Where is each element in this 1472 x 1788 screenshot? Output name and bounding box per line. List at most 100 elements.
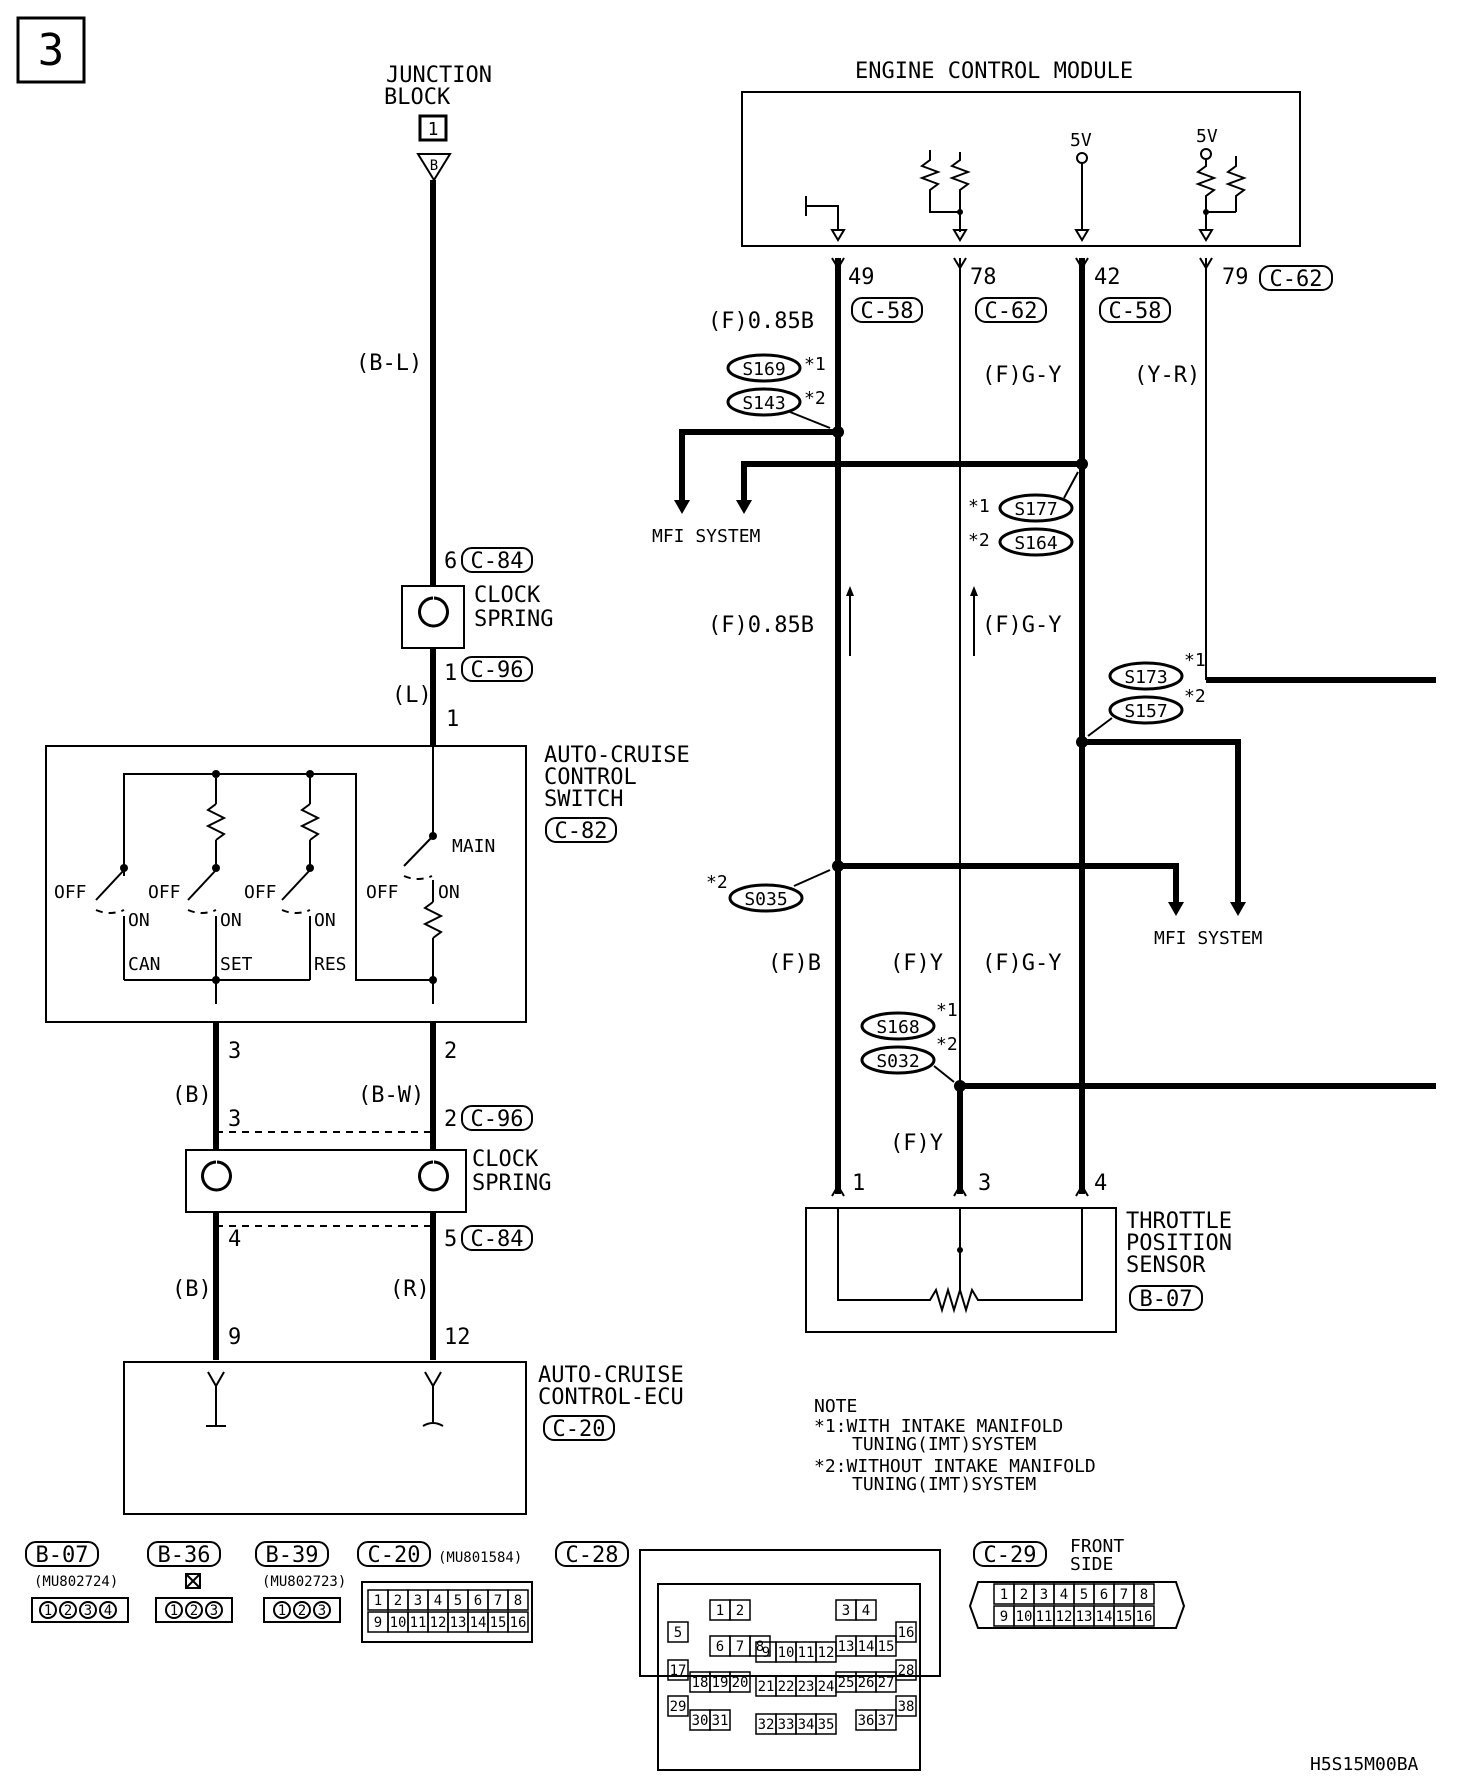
switch-on-main: ON — [438, 882, 460, 903]
ecm-5v-b: 5V — [1196, 126, 1218, 147]
svg-text:B-36: B-36 — [158, 1543, 211, 1568]
c28-pin: 35 — [818, 1717, 835, 1733]
switch-can-label: CAN — [128, 954, 161, 975]
splice-s164: S164 — [998, 527, 1074, 557]
svg-text:S164: S164 — [1014, 533, 1057, 554]
c20-pin: 15 — [490, 1615, 507, 1631]
junction-block-label-1: JUNCTION — [386, 63, 492, 88]
wire-label-fgy-top: (F)G-Y — [982, 363, 1061, 388]
cs-bot-conn-top-box — [461, 1105, 533, 1131]
cs-bot-conn-top: C-96 — [471, 1107, 524, 1132]
switch-off-main: OFF — [366, 882, 399, 903]
star2-d: *2 — [706, 872, 728, 893]
svg-text:(MU802724): (MU802724) — [34, 1574, 118, 1590]
switch-main-label: MAIN — [452, 836, 495, 857]
wire-label-b1: (B) — [172, 1083, 212, 1108]
c20-pin: 14 — [470, 1615, 487, 1631]
cs-top-conn-bot-box — [461, 656, 533, 682]
svg-text:C-28: C-28 — [566, 1543, 619, 1568]
star2-c: *2 — [1184, 686, 1206, 707]
switch-set-label: SET — [220, 954, 253, 975]
svg-text:B-07: B-07 — [36, 1543, 89, 1568]
c28-pin: 1 — [716, 1603, 724, 1619]
junction-terminal-arrow — [416, 153, 452, 182]
svg-text:S157: S157 — [1124, 701, 1167, 722]
cs-bot-pin-r-bot: 5 — [444, 1227, 457, 1252]
svg-text:FRONT: FRONT — [1070, 1536, 1124, 1557]
c29-pin: 14 — [1096, 1609, 1113, 1625]
page-number: 3 — [38, 25, 65, 76]
mfi-system-label-2: MFI SYSTEM — [1154, 928, 1263, 949]
auto-cruise-ecu-box — [123, 1361, 527, 1515]
c20-pin: 13 — [450, 1615, 467, 1631]
svg-text:1: 1 — [44, 1603, 52, 1619]
c28-pin: 9 — [762, 1645, 770, 1661]
svg-text:2: 2 — [190, 1603, 198, 1619]
switch-bus — [123, 773, 433, 981]
star1-b: *1 — [968, 496, 990, 517]
tps-label-2: POSITION — [1126, 1231, 1232, 1256]
clock-spring-top-label-2: SPRING — [474, 607, 553, 632]
c28-pin: 28 — [898, 1663, 915, 1679]
c29-pin: 15 — [1116, 1609, 1133, 1625]
switch-label-3: SWITCH — [544, 787, 623, 812]
main-resistor — [422, 901, 444, 939]
splice-s157: S157 — [1108, 695, 1184, 725]
svg-text:3: 3 — [210, 1603, 218, 1619]
fuse-box — [418, 114, 448, 142]
c20-pin: 1 — [374, 1593, 382, 1609]
c28-pin: 2 — [736, 1603, 744, 1619]
mfi-system-label-1: MFI SYSTEM — [652, 526, 761, 547]
c28-pin: 37 — [878, 1713, 895, 1729]
splice-s177: S177 — [998, 493, 1074, 523]
c28-pin: 27 — [878, 1675, 895, 1691]
switch-pin-right: 2 — [444, 1039, 457, 1064]
ecm-title: ENGINE CONTROL MODULE — [855, 59, 1133, 84]
c28-pin: 20 — [732, 1675, 749, 1691]
c29-pin: 7 — [1120, 1587, 1128, 1603]
c28-pin: 30 — [692, 1713, 709, 1729]
wire-label-fy-low: (F)Y — [890, 1131, 943, 1156]
connector-b39: B-39 (MU802723) 1 2 3 — [255, 1541, 346, 1623]
tps-conn: B-07 — [1140, 1287, 1193, 1312]
svg-text:S032: S032 — [876, 1051, 919, 1072]
c28-pin: 12 — [818, 1645, 835, 1661]
tps-pin4: 4 — [1094, 1171, 1107, 1196]
auto-cruise-switch-box — [45, 745, 527, 1023]
svg-text:1: 1 — [170, 1603, 178, 1619]
star2-b: *2 — [968, 530, 990, 551]
c20-pin: 10 — [390, 1615, 407, 1631]
connector-b07: B-07 (MU802724) 1 2 3 4 — [25, 1541, 129, 1623]
svg-text:3: 3 — [84, 1603, 92, 1619]
cs-bot-pin-r-top: 2 — [444, 1107, 457, 1132]
c20-pin: 16 — [510, 1615, 527, 1631]
svg-text:S035: S035 — [744, 889, 787, 910]
c28-pin: 34 — [798, 1717, 815, 1733]
res-resistor — [299, 803, 321, 841]
wire-label-fgy-low: (F)G-Y — [982, 951, 1061, 976]
c28-pin: 26 — [858, 1675, 875, 1691]
page-number-box — [16, 16, 86, 84]
splice-s143: S143 — [726, 387, 802, 417]
c28-pin: 7 — [736, 1639, 744, 1655]
wire-label-b-l: (B-L) — [356, 351, 422, 376]
splice-s173: S173 — [1108, 661, 1184, 691]
c28-pin: 6 — [716, 1639, 724, 1655]
c28-pin: 24 — [818, 1679, 835, 1695]
svg-text:C-29: C-29 — [984, 1543, 1037, 1568]
splice-s169: S169 — [726, 353, 802, 383]
ecu-label-1: AUTO-CRUISE — [538, 1363, 684, 1388]
c20-pin: 3 — [414, 1593, 422, 1609]
ecm-pin-49: 49 C-58 — [848, 265, 923, 324]
c28-pin: 21 — [758, 1679, 775, 1695]
switch-conn-box — [545, 817, 617, 843]
tps-pin1: 1 — [852, 1171, 865, 1196]
c28-pin: 14 — [858, 1639, 875, 1655]
ecu-pin-l: 9 — [228, 1325, 241, 1350]
c28-pin: 15 — [878, 1639, 895, 1655]
cs-top-conn-bot: C-96 — [471, 658, 524, 683]
svg-text:78: 78 — [970, 265, 997, 290]
wire-label-l: (L) — [392, 683, 432, 708]
cs-bot-pin-l-bot: 4 — [228, 1227, 241, 1252]
